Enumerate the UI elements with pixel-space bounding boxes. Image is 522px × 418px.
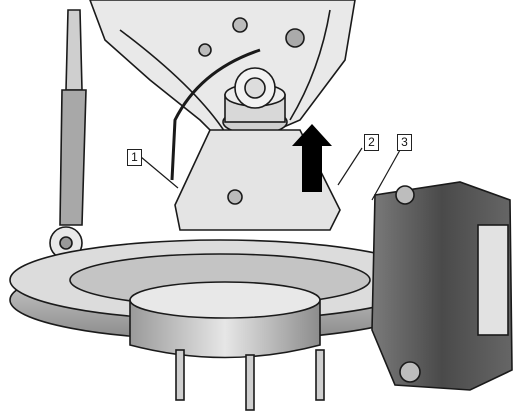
- upper-control-arm: [89, 0, 356, 151]
- brake-line: [170, 48, 261, 181]
- callout-2: 2: [364, 134, 379, 151]
- upward-arrow: [292, 124, 332, 192]
- callout-1: 1: [127, 149, 142, 166]
- steering-knuckle: [174, 129, 341, 231]
- wheel-hub: [129, 281, 325, 411]
- callout-3: 3: [397, 134, 412, 151]
- ball-joint: [222, 67, 288, 135]
- tie-rod: [49, 9, 87, 260]
- callout-leaders: [140, 147, 401, 201]
- brake-caliper: [371, 181, 513, 391]
